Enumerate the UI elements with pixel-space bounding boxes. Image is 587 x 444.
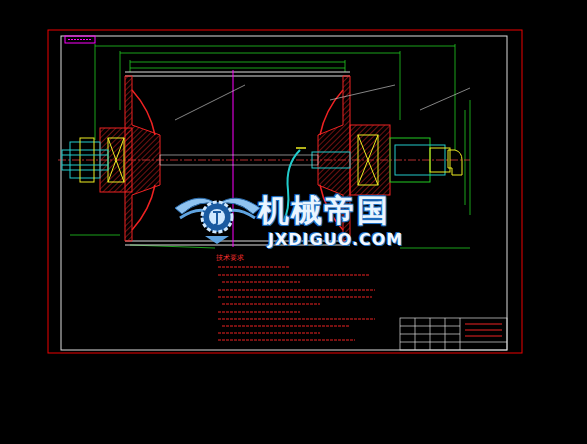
watermark-url: JXDIGUO.COM [268, 231, 403, 249]
logo-icon [175, 198, 260, 244]
watermark-title: 机械帝国 [258, 193, 390, 227]
notes-heading: 技术要求 [216, 255, 244, 263]
